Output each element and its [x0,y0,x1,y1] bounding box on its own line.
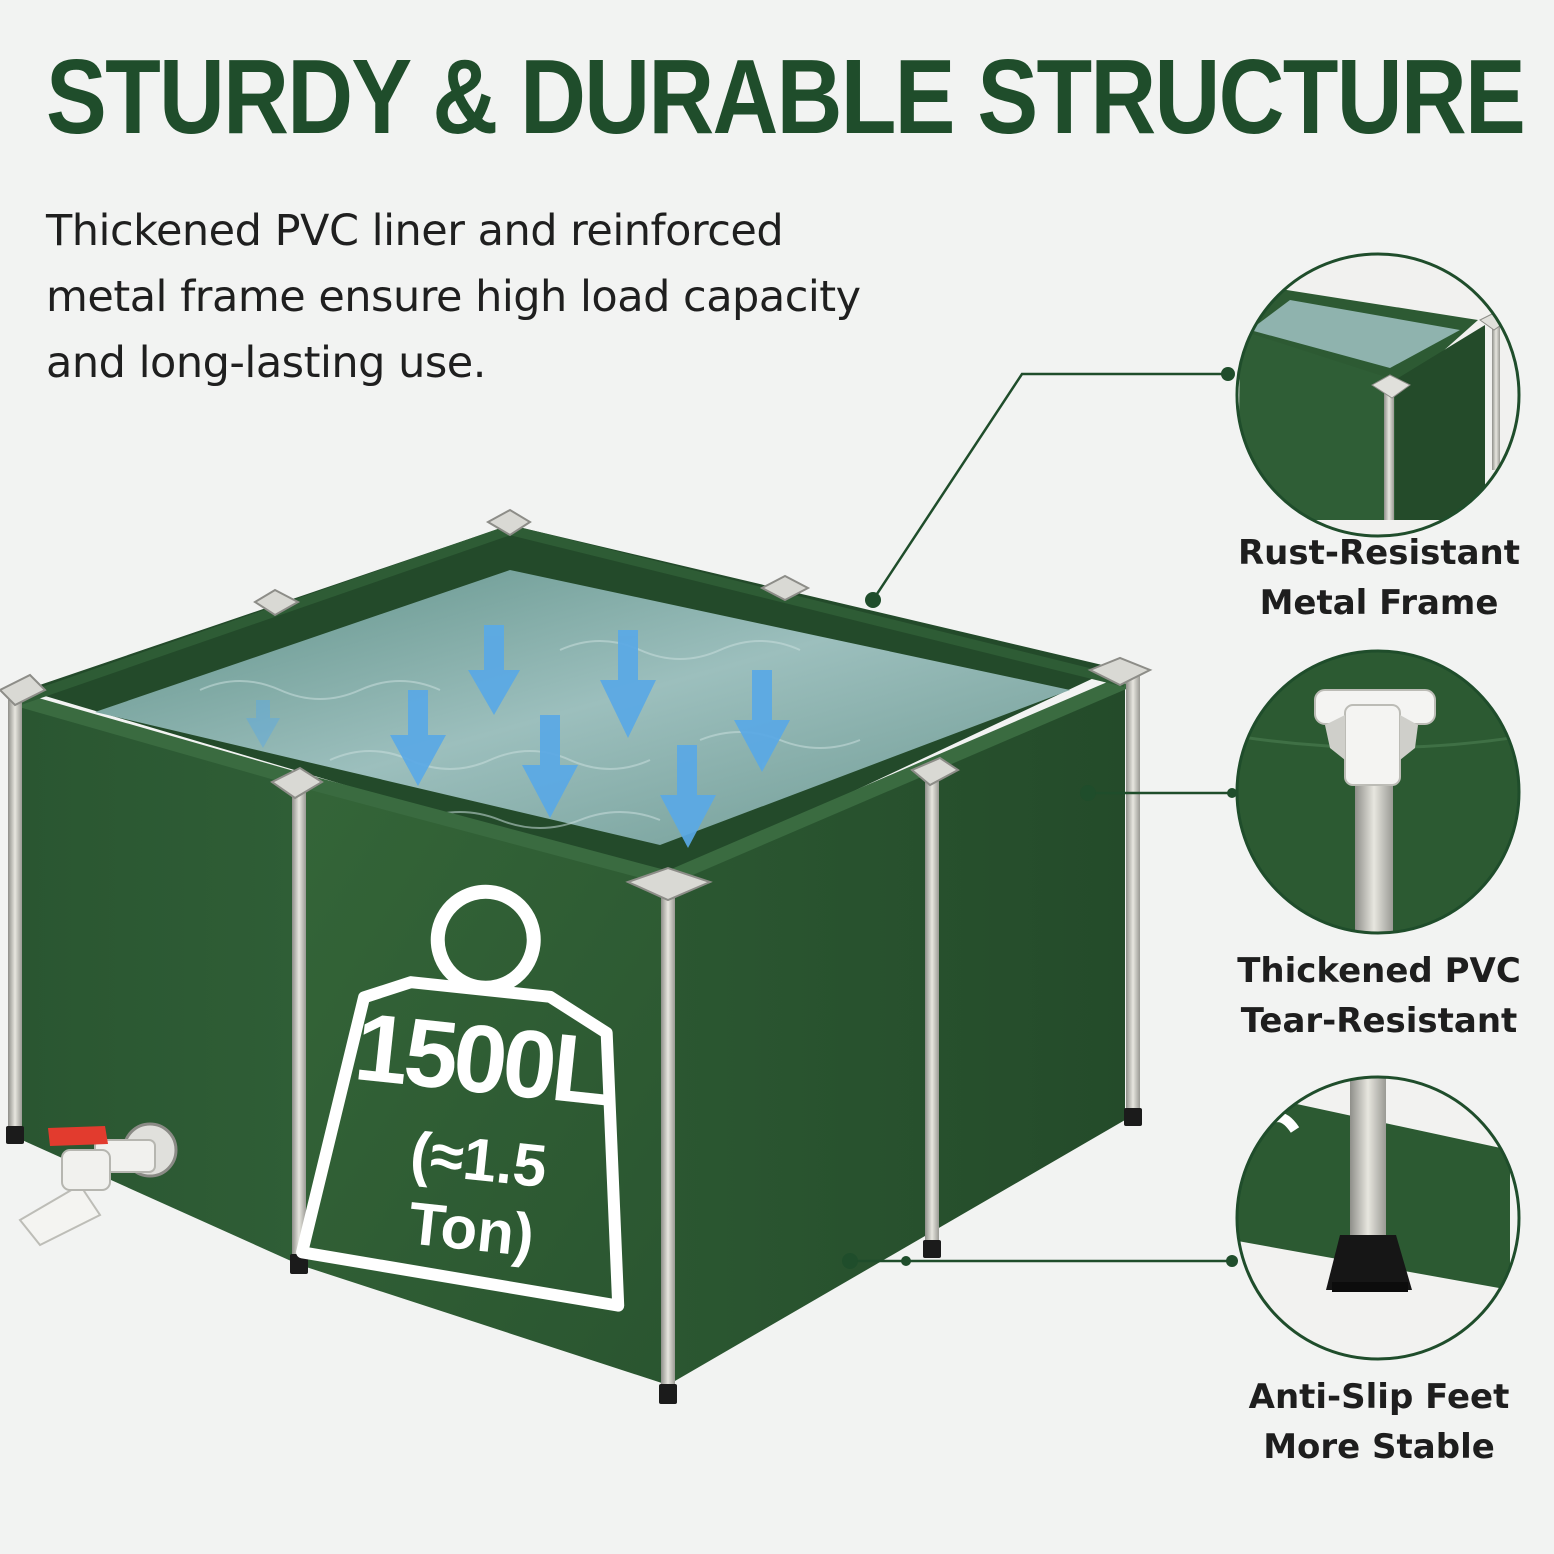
callout-label-feet: Anti-Slip Feet More Stable [1248,1377,1510,1467]
page-title: STURDY & DURABLE STRUCTURE [46,38,1526,156]
metal-frame [0,508,1153,1404]
down-arrow-icon [600,630,656,738]
page-subtitle: Thickened PVC liner and reinforced metal… [46,206,861,388]
drain-valve [18,1122,178,1247]
callout-label-pvc: Thickened PVC Tear-Resistant [1237,951,1521,1041]
down-arrow-icon [390,690,446,786]
valve-handle [48,1126,108,1146]
callout-label-frame: Rust-Resistant Metal Frame [1237,533,1520,623]
water-tank [18,524,1128,1385]
callout-pvc-zoom [1235,649,1521,935]
weight-badge [296,884,625,1312]
callout-frame-zoom [1235,252,1521,538]
down-arrow-icon [734,670,790,772]
callout-lines [850,372,1232,1263]
down-arrow-icon [246,700,280,748]
down-arrow-icon [468,625,520,715]
callout-feet-zoom [1235,1075,1521,1361]
weight-label: (≈1.5 Ton) [405,1119,550,1270]
down-arrow-icon [522,715,578,818]
down-arrow-icon [660,745,716,848]
water-surface [95,570,1070,845]
pressure-arrows [246,625,790,848]
